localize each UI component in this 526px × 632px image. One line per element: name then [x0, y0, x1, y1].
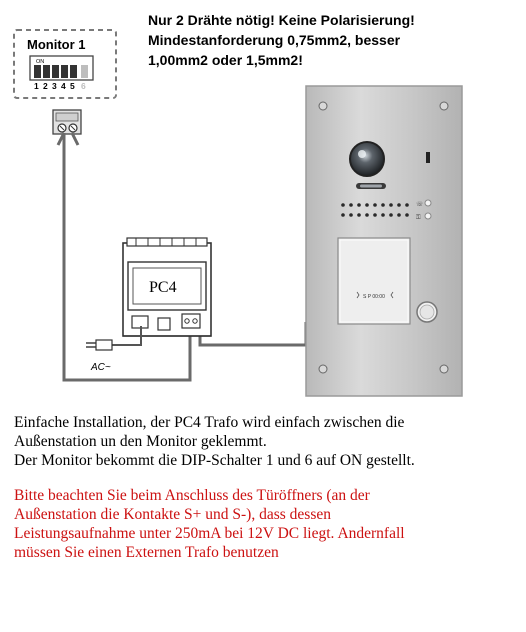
dip-switch: [70, 65, 77, 78]
wiring-diagram: Monitor 1 ON 1 2 3 4 5 6: [13, 29, 463, 397]
instruction-line: Der Monitor bekommt die DIP-Schalter 1 u…: [14, 452, 415, 469]
dip-number: 3: [52, 81, 57, 91]
screw-icon: [318, 101, 328, 111]
dip-number: 6: [81, 81, 86, 91]
dip-number: 2: [43, 81, 48, 91]
warning-line: Außenstation die Kontakte S+ und S-), da…: [14, 506, 331, 523]
nameplate-label: S P 00:00: [363, 294, 385, 300]
nameplate-window: [337, 237, 411, 325]
monitor-title: Monitor 1: [27, 37, 86, 52]
installation-instructions: Einfache Installation, der PC4 Trafo wir…: [14, 413, 519, 470]
svg-text:⚿: ⚿: [416, 214, 421, 221]
headline-line: Nur 2 Drähte nötig! Keine Polarisierung!: [148, 12, 415, 28]
headline-line: 1,00mm2 oder 1,5mm2!: [148, 52, 303, 68]
wiring-requirements-headline: Nur 2 Drähte nötig! Keine Polarisierung!…: [148, 10, 488, 70]
instruction-line: Außenstation un den Monitor geklemmt.: [14, 433, 267, 450]
monitor-box: Monitor 1 ON 1 2 3 4 5 6: [13, 29, 117, 99]
ac-label: AC~: [90, 362, 111, 373]
dip-on-label: ON: [36, 59, 44, 65]
ac-plug-icon: AC~: [86, 326, 142, 373]
dip-switches: [34, 65, 88, 78]
ir-led-icon: [426, 152, 430, 163]
pc4-transformer: PC4: [122, 237, 212, 337]
dip-switch: [52, 65, 59, 78]
door-station-panel: ☏ ⚿ S P 00:00: [305, 85, 463, 397]
screw-icon: [439, 101, 449, 111]
warning-line: Bitte beachten Sie beim Anschluss des Tü…: [14, 487, 370, 504]
dip-switch: [43, 65, 50, 78]
headline-line: Mindestanforderung 0,75mm2, besser: [148, 32, 401, 48]
dip-switch: [34, 65, 41, 78]
status-led-icon: ☏ ⚿: [416, 199, 432, 221]
dip-number: 1: [34, 81, 39, 91]
screw-icon: [318, 364, 328, 374]
svg-text:☏: ☏: [416, 201, 424, 208]
dip-number: 4: [61, 81, 66, 91]
door-opener-warning: Bitte beachten Sie beim Anschluss des Tü…: [14, 486, 519, 562]
camera-lens-icon: [349, 141, 385, 177]
monitor-terminal-icon: [52, 109, 82, 135]
dip-number: 5: [70, 81, 75, 91]
dip-switch: [81, 65, 88, 78]
warning-line: müssen Sie einen Externen Trafo benutzen: [14, 544, 279, 561]
dip-switch: [61, 65, 68, 78]
instruction-line: Einfache Installation, der PC4 Trafo wir…: [14, 414, 405, 431]
warning-line: Leistungsaufnahme unter 250mA bei 12V DC…: [14, 525, 405, 542]
speaker-grill: [341, 203, 409, 217]
pc4-label: PC4: [149, 279, 177, 296]
screw-icon: [439, 364, 449, 374]
